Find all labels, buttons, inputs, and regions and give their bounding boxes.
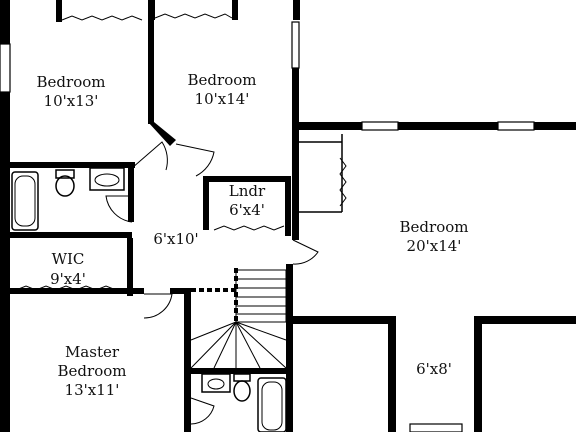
door-master	[143, 293, 173, 319]
window-alcove	[409, 423, 463, 432]
room-wic-name: WIC	[52, 250, 85, 268]
wall-bedroom-divider	[148, 20, 154, 124]
closet-door-laundry	[213, 225, 285, 231]
toilet-bowl-upper	[55, 175, 75, 197]
wall-bedroom-n-right	[292, 68, 299, 128]
closet-door-east	[339, 157, 347, 207]
wall-top-1	[56, 0, 62, 22]
room-master-size: 13'x11'	[65, 381, 120, 399]
wall-bath-bottom	[8, 232, 132, 238]
window-east-2	[497, 121, 535, 131]
room-bedroom-n-name: Bedroom	[188, 71, 257, 89]
bathtub-upper	[11, 171, 39, 231]
room-alcove-size: 6'x8'	[416, 360, 452, 378]
room-bedroom-nw-name: Bedroom	[37, 73, 106, 91]
wall-alcove-left	[388, 316, 396, 432]
bathtub-lower-basin	[261, 381, 283, 431]
bathtub-upper-basin	[14, 175, 36, 227]
door-lower-bath	[190, 397, 215, 425]
wall-top-4	[293, 0, 300, 20]
wall-east-bedroom-top	[292, 122, 576, 130]
toilet-tank-lower	[233, 373, 251, 382]
wall-stair-left	[184, 288, 191, 432]
wall-hall-ledge	[170, 288, 190, 294]
staircase	[190, 268, 287, 369]
door-bath	[105, 195, 134, 223]
toilet-bowl-lower	[233, 380, 251, 402]
room-bedroom-e-name: Bedroom	[400, 218, 469, 236]
room-wic-size: 9'x4'	[50, 270, 86, 288]
vanity-upper	[89, 167, 125, 191]
sink-upper	[94, 173, 120, 187]
wall-wic-bottom	[8, 288, 144, 294]
wall-alcove-right	[474, 316, 482, 432]
room-master-line1: Master	[65, 343, 120, 361]
upper-bath-fixtures	[11, 167, 125, 231]
vanity-lower	[201, 373, 231, 393]
toilet-tank-upper	[55, 169, 75, 179]
wall-top-2	[148, 0, 155, 20]
room-laundry-size: 6'x4'	[229, 201, 265, 219]
wall-lower-bath-top	[191, 368, 287, 374]
room-hall-size: 6'x10'	[153, 230, 198, 248]
window-east-1	[361, 121, 399, 131]
window-bedroom-n	[291, 21, 300, 69]
stair-winder	[190, 321, 287, 369]
wall-laundry-left	[203, 176, 209, 230]
wall-wic-right	[127, 238, 133, 296]
room-bedroom-nw-size: 10'x13'	[44, 92, 99, 110]
sink-lower	[207, 378, 225, 390]
wall-left-exterior	[0, 0, 10, 432]
window-left	[0, 43, 11, 93]
room-labels: Bedroom 10'x13' Bedroom 10'x14' Lndr 6'x…	[37, 71, 469, 399]
wall-east-bedroom-bottom-left	[292, 316, 396, 324]
room-master-line2: Bedroom	[58, 362, 127, 380]
door-bedroom-n	[175, 143, 215, 177]
wall-diagonal	[148, 122, 176, 146]
wall-stair-right	[286, 264, 293, 432]
wall-laundry-top	[203, 176, 291, 182]
wall-bath-top	[8, 162, 135, 168]
room-bedroom-n-size: 10'x14'	[195, 90, 250, 108]
wall-east-bedroom-bottom-right	[474, 316, 576, 324]
closet-door-n	[154, 13, 233, 19]
room-laundry-name: Lndr	[229, 182, 266, 200]
closet-doors	[15, 13, 347, 291]
lower-bath-fixtures	[201, 373, 287, 432]
door-bedroom-nw	[131, 141, 168, 171]
wall-top-3	[232, 0, 238, 20]
closet-door-wic	[15, 285, 117, 291]
wall-laundry-right	[285, 176, 291, 236]
closet-door-nw	[61, 15, 143, 21]
windows	[0, 21, 535, 432]
bathtub-lower	[257, 377, 287, 432]
door-east-bedroom	[292, 239, 319, 265]
swing-doors	[105, 141, 319, 425]
wall-east-bedroom-left	[292, 122, 299, 240]
wall-bath-right	[128, 162, 134, 222]
room-bedroom-e-size: 20'x14'	[407, 237, 462, 255]
